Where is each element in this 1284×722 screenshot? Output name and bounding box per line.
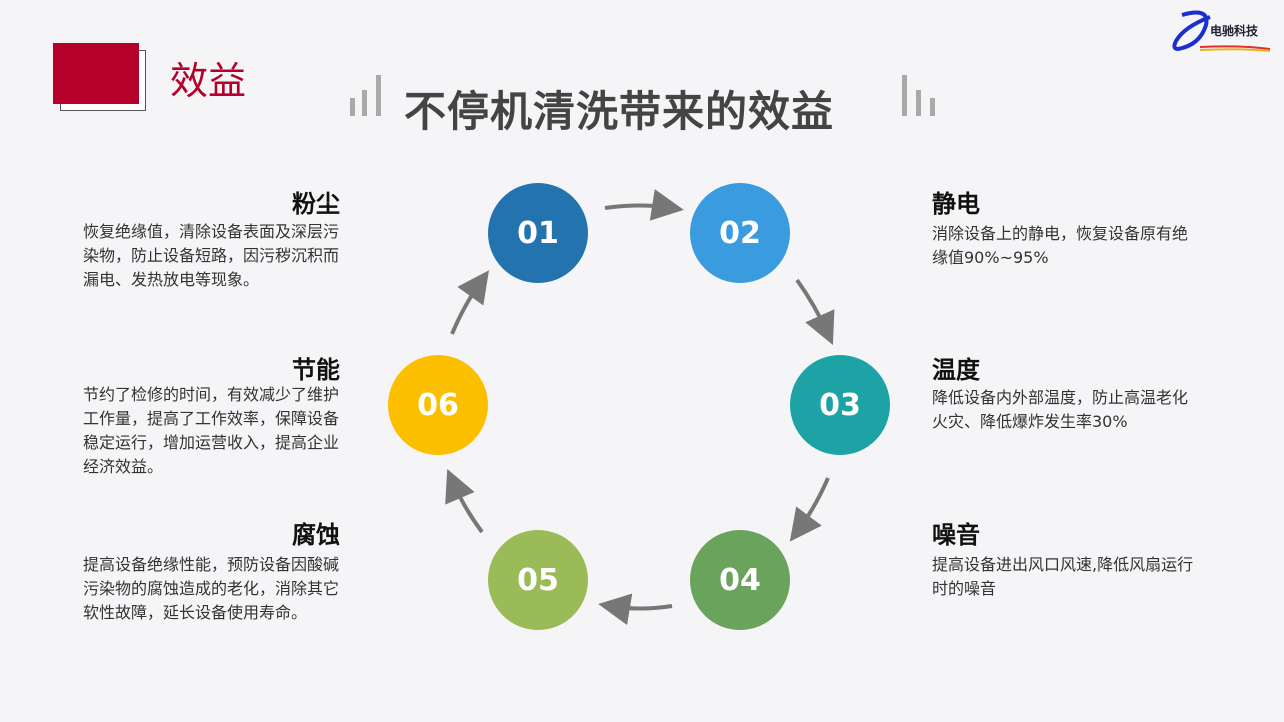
- section-tag: [53, 43, 139, 104]
- step-title-temperature: 温度: [932, 356, 980, 384]
- step-desc-dust: 恢复绝缘值，清除设备表面及深层污染物，防止设备短路，因污秽沉积而漏电、发热放电等…: [83, 222, 340, 289]
- arrow-02-03: [795, 278, 835, 345]
- step-circle-03: 03: [790, 355, 890, 455]
- company-logo: 电驰科技: [1170, 5, 1280, 55]
- title-deco-bar: [902, 75, 907, 116]
- step-desc-corrosion: 提高设备绝缘性能，预防设备因酸碱污染物的腐蚀造成的老化，消除其它软性故障，延长设…: [83, 555, 340, 622]
- step-circle-02: 02: [690, 183, 790, 283]
- arrow-06-01: [450, 270, 490, 335]
- step-desc-temperature: 降低设备内外部温度，防止高温老化火灾、降低爆炸发生率30%: [932, 388, 1189, 431]
- section-label: 效益: [170, 59, 247, 103]
- arrow-05-06: [445, 468, 484, 534]
- step-title-noise: 噪音: [932, 521, 980, 549]
- arrow-01-02: [604, 189, 684, 221]
- svg-text:电驰科技: 电驰科技: [1210, 23, 1259, 38]
- logo-icon: 电驰科技: [1172, 10, 1271, 52]
- step-title-dust: 粉尘: [292, 190, 340, 218]
- title-deco-bar: [376, 75, 381, 116]
- step-desc-energy: 节约了检修的时间，有效减少了维护工作量，提高了工作效率，保障设备稳定运行，增加运…: [83, 385, 340, 476]
- step-circle-04: 04: [690, 530, 790, 630]
- step-title-corrosion: 腐蚀: [292, 521, 340, 549]
- title-deco-bar: [916, 90, 921, 116]
- arrow-03-04: [789, 477, 830, 542]
- step-desc-noise: 提高设备进出风口风速,降低风扇运行时的噪音: [932, 555, 1194, 598]
- step-circle-06: 06: [388, 355, 488, 455]
- step-circle-05: 05: [488, 530, 588, 630]
- step-title-static: 静电: [932, 190, 980, 218]
- title-deco-bar: [362, 90, 367, 116]
- step-title-energy: 节能: [292, 356, 340, 384]
- arrow-04-05: [598, 593, 673, 626]
- step-desc-static: 消除设备上的静电，恢复设备原有绝缘值90%~95%: [932, 224, 1189, 267]
- title-deco-bar: [930, 98, 935, 116]
- title-deco-bar: [350, 98, 355, 116]
- step-circle-01: 01: [488, 183, 588, 283]
- page-title: 不停机清洗带来的效益: [404, 87, 835, 136]
